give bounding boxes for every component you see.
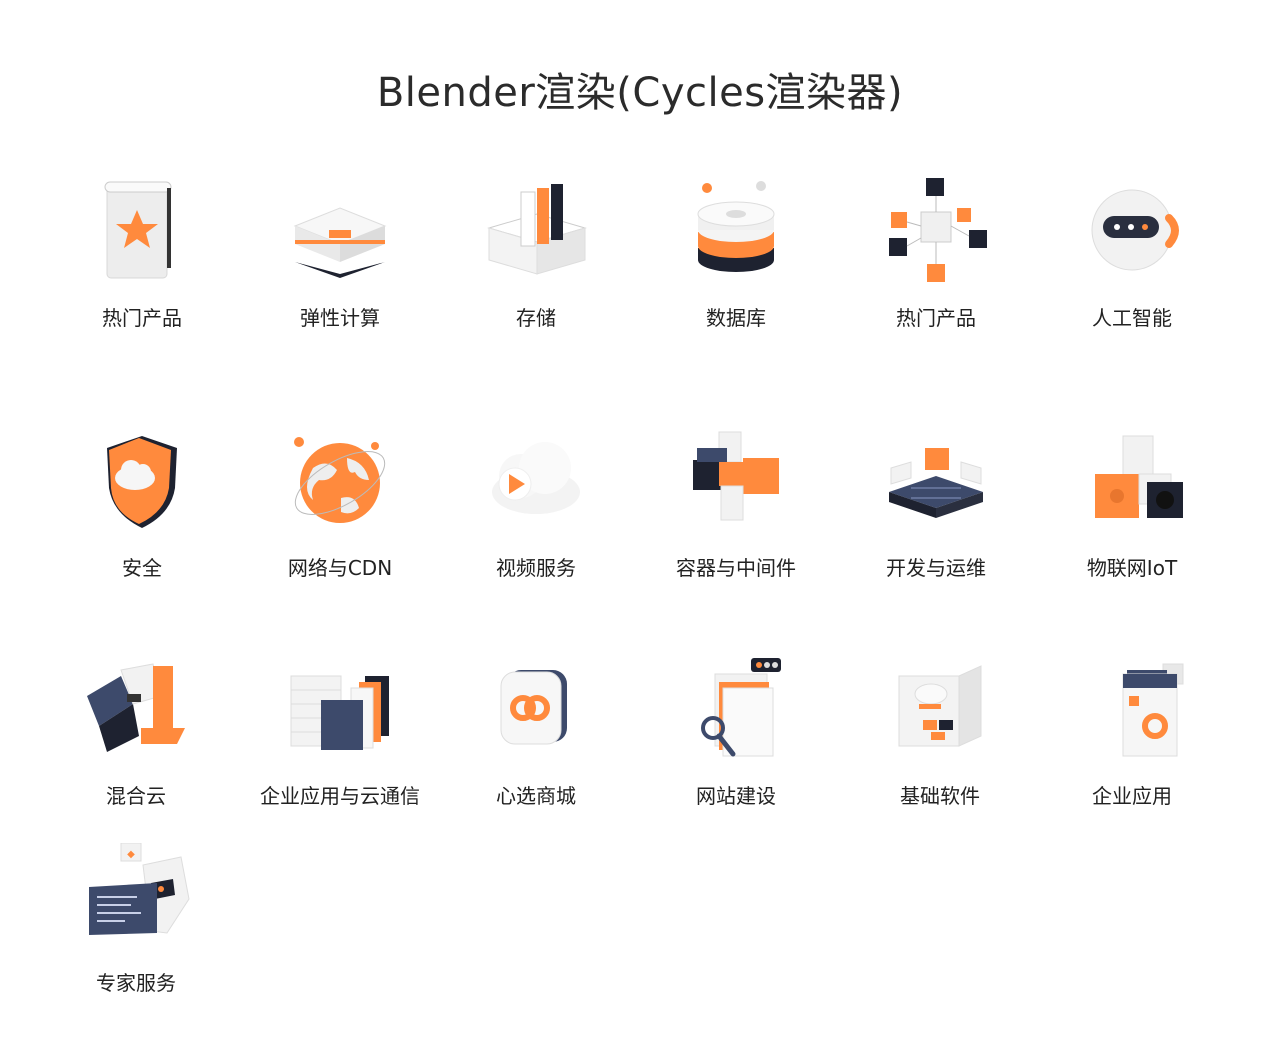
iot-cubes-icon (1095, 435, 1183, 518)
grid-item-ai[interactable]: 人工智能 (1042, 178, 1222, 331)
item-label: 人工智能 (1092, 306, 1172, 330)
grid-item-enterprise-comm[interactable]: 企业应用与云通信 (250, 656, 430, 809)
grid-item-elastic-compute[interactable]: 弹性计算 (250, 178, 430, 331)
grid-item-video[interactable]: 视频服务 (446, 428, 626, 581)
item-label: 网络与CDN (287, 556, 393, 580)
item-label: 专家服务 (96, 971, 176, 995)
grid-item-network-cdn[interactable]: 网络与CDN (250, 428, 430, 581)
item-label: 网站建设 (696, 784, 776, 808)
item-label: 物联网IoT (1086, 556, 1178, 580)
star-banner-icon (104, 181, 172, 279)
expert-service-icon: ◆ (89, 843, 190, 935)
item-label: 企业应用与云通信 (260, 784, 420, 808)
enterprise-comm-icon (290, 675, 389, 750)
storage-files-icon (487, 184, 587, 275)
item-label: 企业应用 (1092, 784, 1172, 808)
item-label: 数据库 (706, 306, 766, 330)
item-label: 热门产品 (896, 306, 976, 330)
item-label: 视频服务 (496, 556, 576, 580)
item-label: 基础软件 (900, 784, 980, 808)
robot-head-icon (1091, 189, 1179, 271)
grid-item-database[interactable]: 数据库 (646, 178, 826, 331)
item-label: 混合云 (106, 784, 166, 808)
item-label: 心选商城 (496, 784, 576, 808)
grid-item-expert-service[interactable]: ◆ 专家服务 (46, 843, 226, 996)
item-label: 热门产品 (102, 306, 182, 330)
grid-item-enterprise-app[interactable]: 企业应用 (1042, 656, 1222, 809)
website-folder-icon (701, 658, 781, 757)
play-cloud-icon (492, 442, 580, 514)
grid-item-mall[interactable]: 心选商城 (446, 656, 626, 809)
enterprise-app-icon (1122, 663, 1184, 757)
database-stack-icon (697, 181, 775, 272)
mall-app-icon (500, 670, 567, 745)
grid-item-devops[interactable]: 开发与运维 (846, 428, 1026, 581)
item-label: 存储 (516, 306, 556, 330)
hybrid-cloud-icon (87, 663, 185, 752)
item-label: 安全 (122, 556, 162, 580)
grid-item-hybrid-cloud[interactable]: 混合云 (46, 656, 226, 809)
page-title: Blender渲染(Cycles渲染器) (376, 70, 904, 116)
svg-text:◆: ◆ (127, 849, 135, 860)
grid-item-base-software[interactable]: 基础软件 (850, 656, 1030, 809)
grid-item-storage[interactable]: 存储 (446, 178, 626, 331)
container-blocks-icon (693, 431, 779, 521)
grid-item-website[interactable]: 网站建设 (646, 656, 826, 809)
globe-icon (294, 437, 386, 523)
base-software-icon (898, 665, 982, 747)
shield-cloud-icon (107, 436, 177, 528)
grid-item-hot-products-2[interactable]: 热门产品 (846, 178, 1026, 331)
cube-network-icon (889, 178, 987, 282)
server-block-icon (293, 207, 387, 278)
grid-item-hot-products[interactable]: 热门产品 (52, 178, 232, 331)
item-label: 容器与中间件 (676, 556, 796, 580)
devops-platform-icon (889, 448, 983, 518)
grid-item-iot[interactable]: 物联网IoT (1042, 428, 1222, 581)
item-label: 弹性计算 (300, 306, 380, 330)
item-label: 开发与运维 (886, 556, 986, 580)
grid-item-container-middleware[interactable]: 容器与中间件 (646, 428, 826, 581)
grid-item-security[interactable]: 安全 (52, 428, 232, 581)
